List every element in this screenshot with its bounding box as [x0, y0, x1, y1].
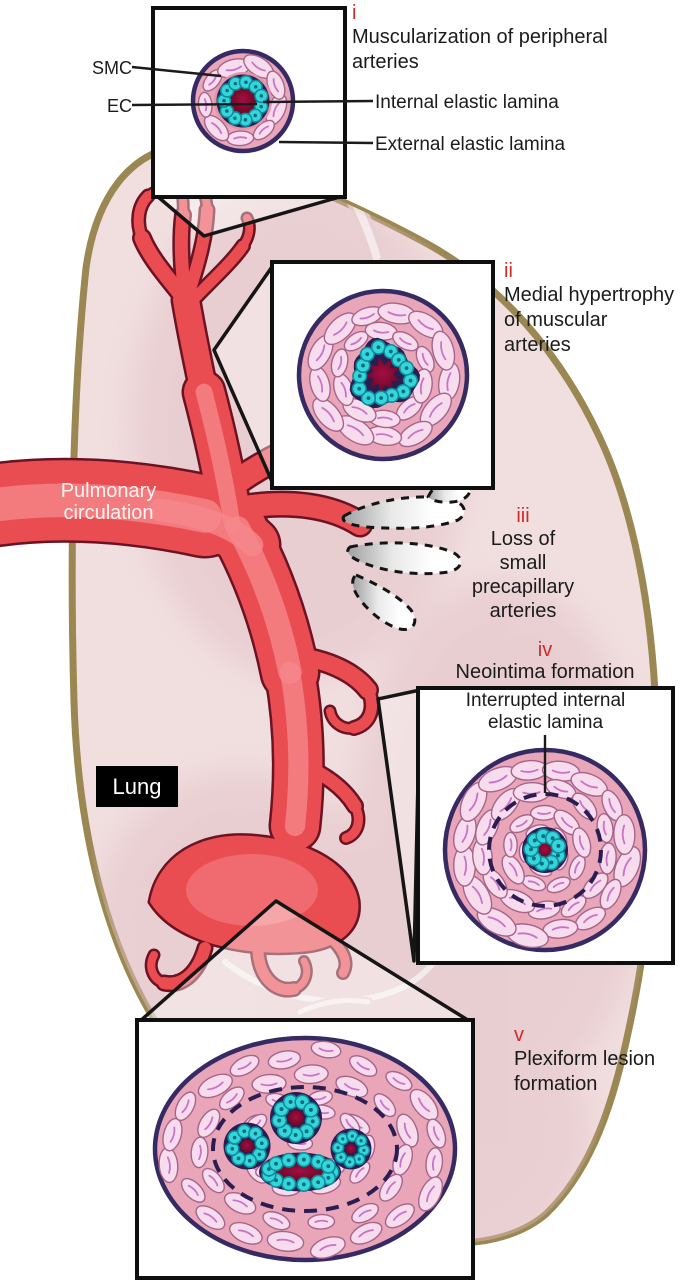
- external-lamina-label: External elastic lamina: [375, 134, 566, 155]
- callout-wedges: [137, 194, 473, 1024]
- lost-vessel-upper: [341, 495, 466, 530]
- callout-numeral-iv: iv: [537, 639, 553, 661]
- pulmonary-artery-tree: [0, 173, 380, 998]
- lung-label: Lung: [112, 773, 162, 799]
- ec-label: EC: [106, 96, 132, 116]
- pulmonary-circulation-label: Pulmonary circulation: [60, 480, 157, 524]
- callout-numeral-v: v: [514, 1024, 524, 1046]
- callout-title-v: Plexiform lesion formation: [514, 1048, 656, 1095]
- callout-title-iv: Neointima formation: [455, 661, 635, 683]
- smc-label: SMC: [92, 58, 132, 78]
- artery-cross-section-i: [190, 48, 296, 154]
- leader-line-ec: [131, 102, 258, 107]
- lost-vessel-middle: [346, 541, 462, 576]
- internal-lamina-label: Internal elastic lamina: [375, 92, 559, 113]
- artery-cross-section-v: [152, 1035, 458, 1263]
- lost-vessel-lower: [351, 573, 417, 631]
- lung-label-box: Lung: [96, 766, 178, 807]
- artery-cross-section-iv: [442, 747, 648, 953]
- leader-line-smc: [131, 65, 222, 78]
- callout-title-i: Muscularization of peripheral arteries: [352, 26, 608, 73]
- callout-numeral-i: i: [352, 2, 357, 24]
- leader-line-internal-lamina: [262, 99, 374, 104]
- leader-line-external-lamina: [278, 140, 374, 145]
- callout-title-ii: Medial hypertrophy of muscular arteries: [504, 284, 675, 356]
- interrupted-lamina-label: Interrupted internal elastic lamina: [465, 690, 626, 733]
- callout-label-iii: Loss of small precapillary arteries: [471, 528, 575, 622]
- leader-lines: [131, 65, 547, 793]
- callout-numeral-iii: iii: [516, 505, 530, 527]
- callout-numeral-ii: ii: [504, 260, 513, 282]
- artery-cross-sections: [152, 48, 648, 1263]
- artery-cross-section-ii: [296, 288, 470, 462]
